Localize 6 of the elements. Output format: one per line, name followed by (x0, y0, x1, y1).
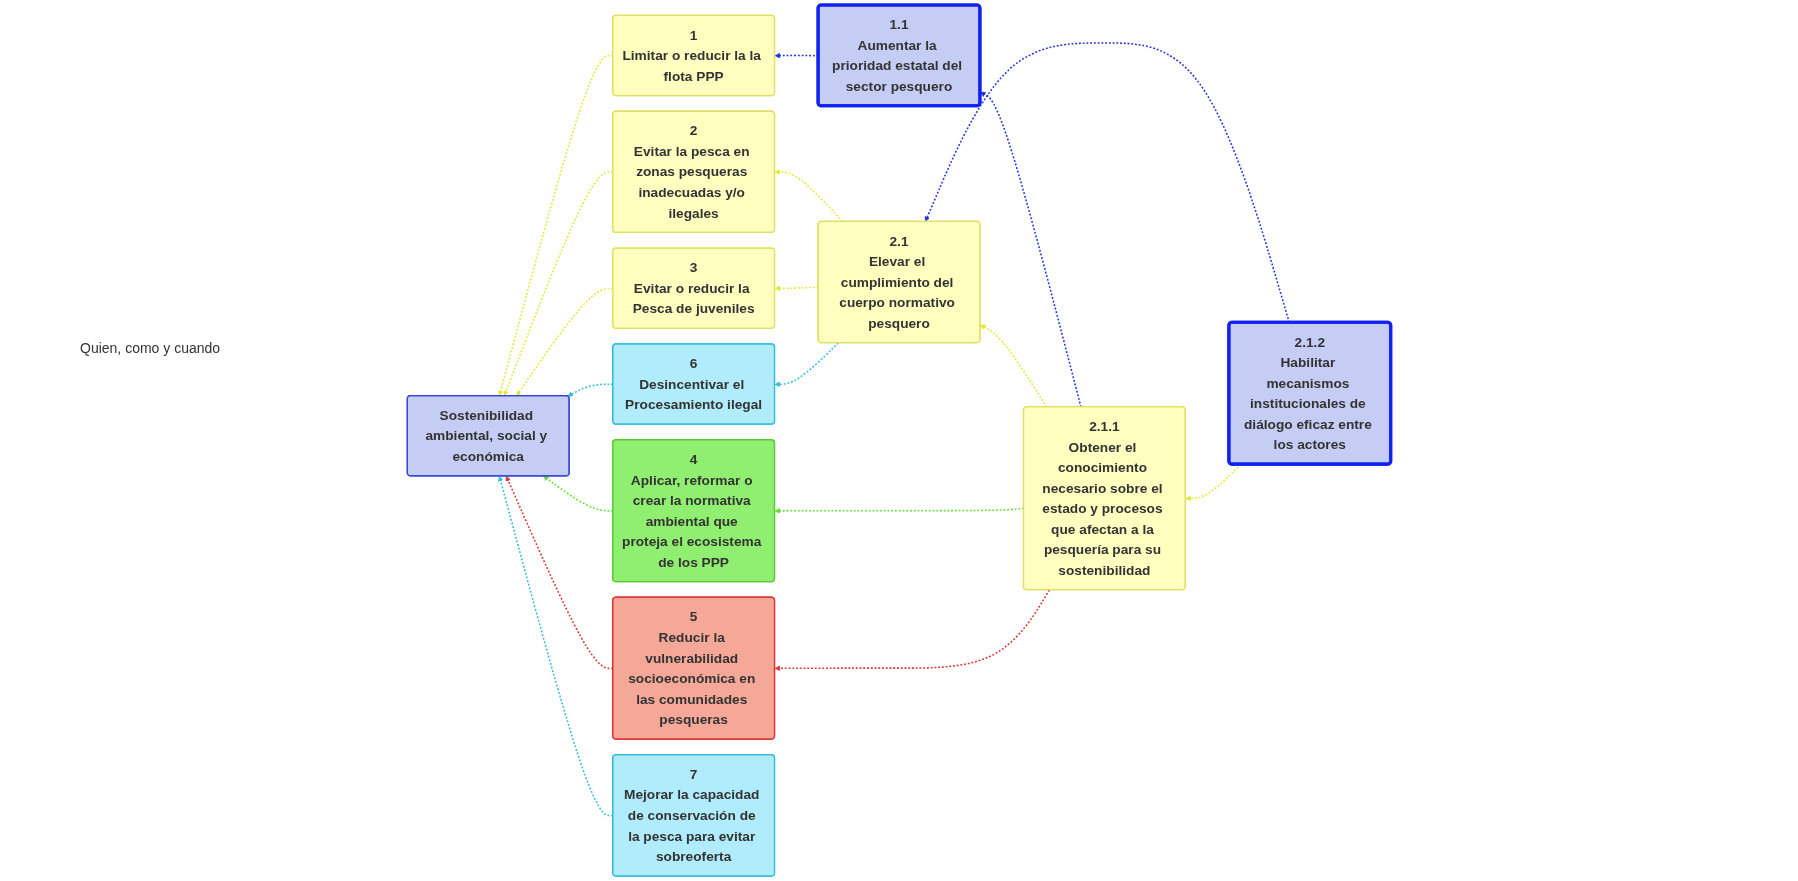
arrow (979, 91, 1082, 408)
arrow (774, 169, 844, 223)
arrow (774, 589, 1051, 672)
note-text: Quien, como y cuando (80, 340, 221, 356)
arrow (979, 324, 1048, 408)
arrow (774, 342, 840, 387)
